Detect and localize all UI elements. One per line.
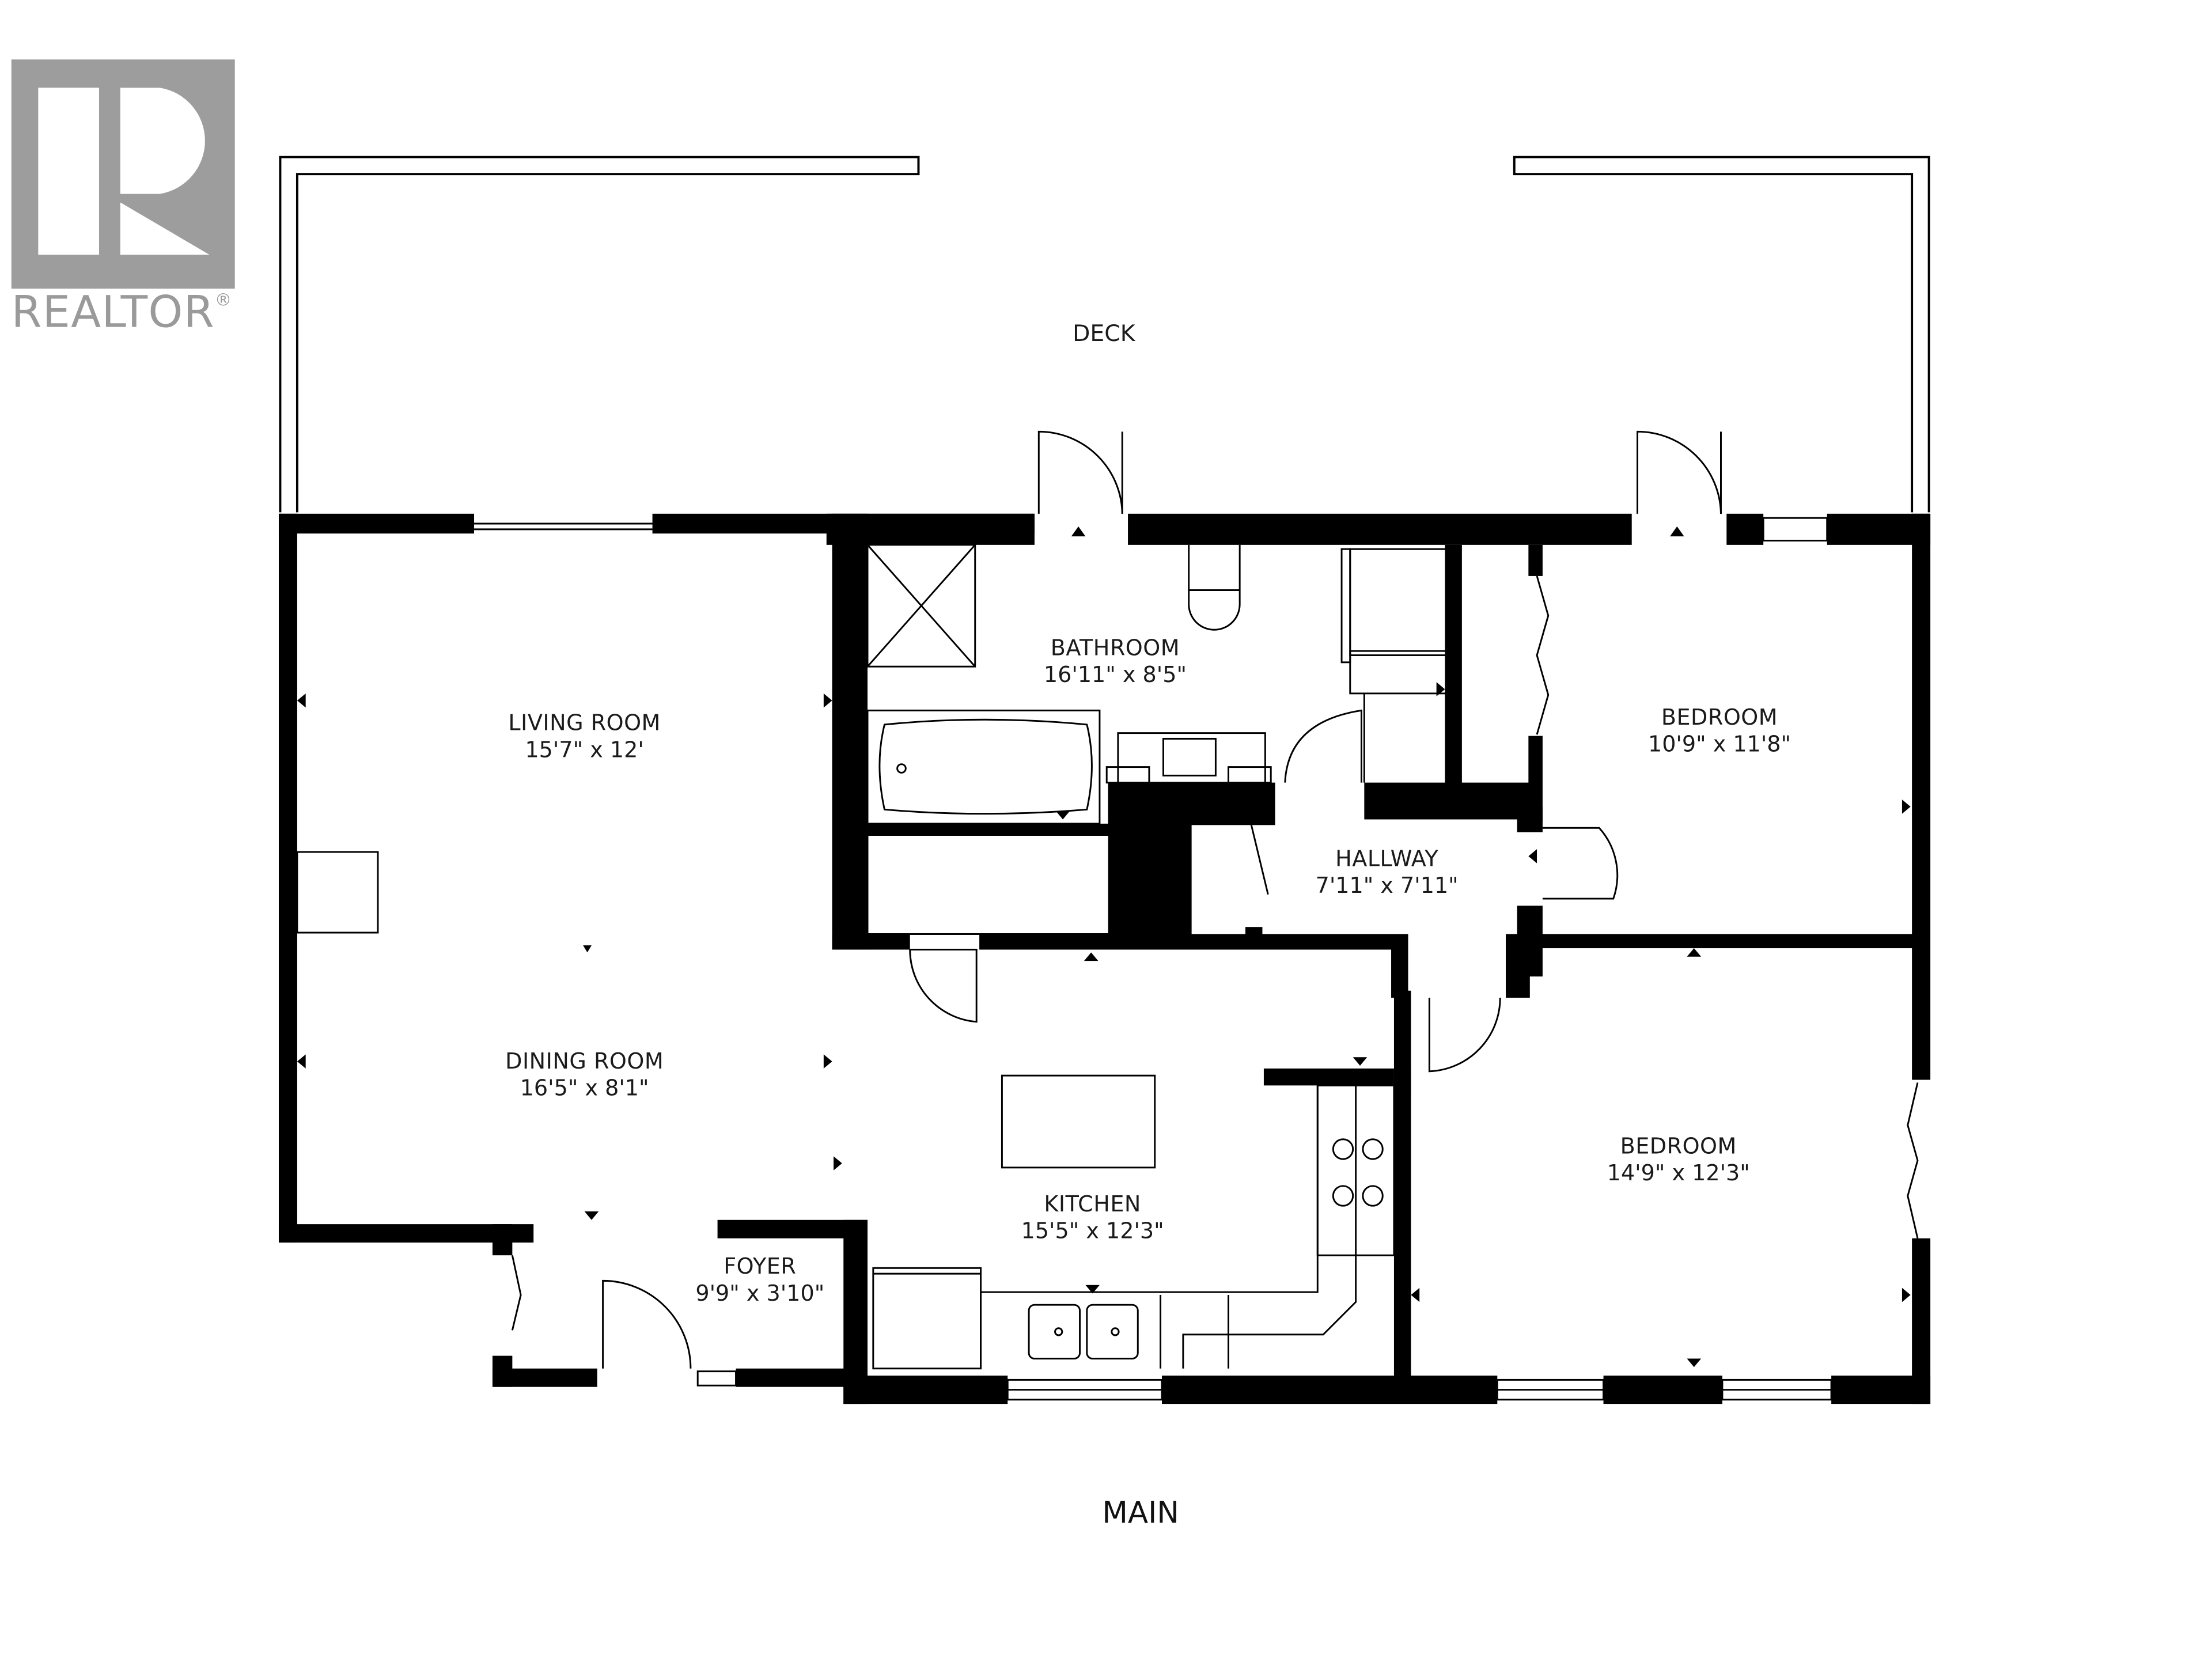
room-label-dining-room: DINING ROOM 16'5" x 8'1" <box>505 1048 664 1103</box>
room-name: DINING ROOM <box>505 1048 664 1074</box>
room-dimensions: 15'5" x 12'3" <box>1021 1219 1164 1245</box>
room-dimensions: 16'11" x 8'5" <box>1043 662 1187 688</box>
deck-label: DECK <box>1073 320 1135 348</box>
room-dimensions: 7'11" x 7'11" <box>1315 873 1459 899</box>
room-name: LIVING ROOM <box>508 710 661 736</box>
room-name: BEDROOM <box>1661 704 1778 730</box>
room-dimensions: 9'9" x 3'10" <box>695 1281 825 1307</box>
room-name: HALLWAY <box>1335 846 1439 872</box>
realtor-wordmark-text: REALTOR <box>11 287 215 339</box>
deck-name: DECK <box>1073 320 1135 347</box>
room-label-kitchen: KITCHEN 15'5" x 12'3" <box>1021 1192 1164 1247</box>
room-label-living-room: LIVING ROOM 15'7" x 12' <box>508 710 661 765</box>
floor-level-label: MAIN <box>1102 1494 1179 1531</box>
realtor-logo-icon <box>11 59 235 289</box>
room-name: BEDROOM <box>1620 1133 1737 1160</box>
room-dimensions: 15'7" x 12' <box>525 737 644 764</box>
room-label-foyer: FOYER 9'9" x 3'10" <box>695 1254 824 1309</box>
floor-level-name: MAIN <box>1102 1495 1179 1530</box>
room-label-bathroom: BATHROOM 16'11" x 8'5" <box>1044 635 1187 690</box>
room-dimensions: 16'5" x 8'1" <box>520 1076 649 1102</box>
room-name: FOYER <box>724 1253 797 1279</box>
deck-railing <box>279 156 920 513</box>
realtor-wordmark: REALTOR® <box>12 287 233 338</box>
room-label-bedroom-2: BEDROOM 14'9" x 12'3" <box>1607 1134 1750 1188</box>
room-label-hallway: HALLWAY 7'11" x 7'11" <box>1316 846 1459 901</box>
room-name: KITCHEN <box>1044 1191 1141 1217</box>
registered-mark: ® <box>214 290 233 310</box>
room-dimensions: 14'9" x 12'3" <box>1607 1161 1750 1187</box>
room-label-bedroom-1: BEDROOM 10'9" x 11'8" <box>1648 704 1791 759</box>
walls <box>278 513 1931 1404</box>
room-name: BATHROOM <box>1050 635 1180 661</box>
deck-railing <box>1513 156 1930 513</box>
room-dimensions: 10'9" x 11'8" <box>1647 732 1791 758</box>
